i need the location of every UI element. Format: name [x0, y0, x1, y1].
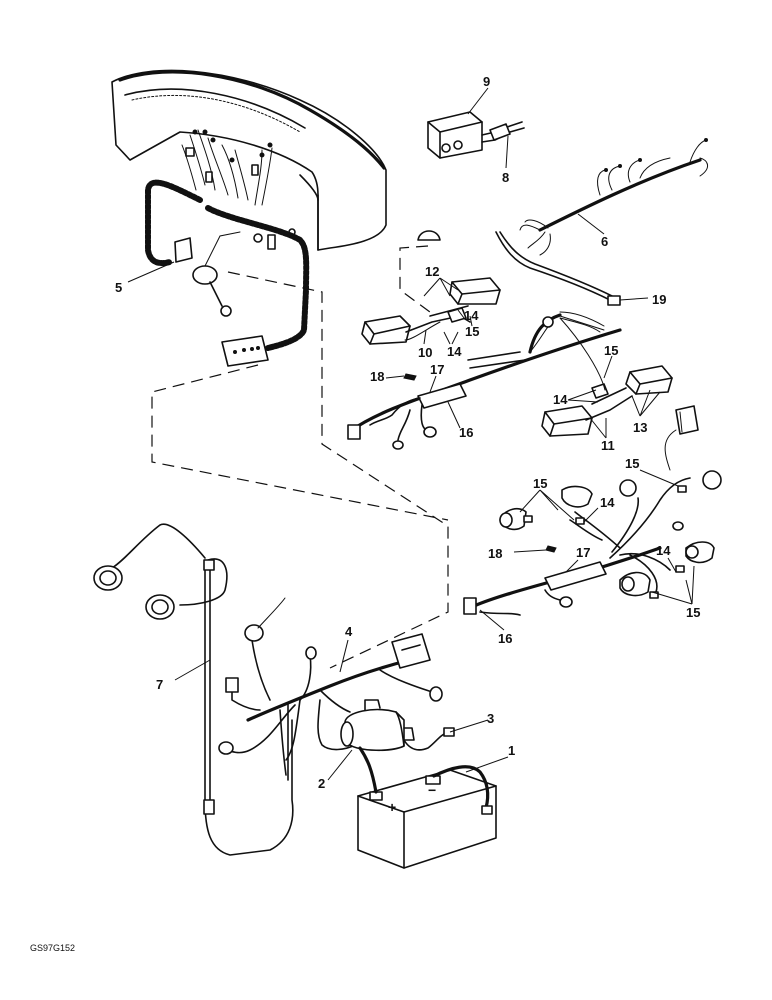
lead-cable	[495, 231, 621, 306]
callout-17a: 17	[430, 362, 444, 377]
rear-lighting-harness	[463, 429, 722, 616]
callout-18a: 18	[370, 369, 384, 384]
battery-cables	[358, 746, 493, 815]
leader-lines	[127, 87, 695, 781]
callout-14c: 14	[553, 392, 568, 407]
callout-1: 1	[508, 743, 515, 758]
callout-14a: 14	[464, 308, 479, 323]
callout-3: 3	[487, 711, 494, 726]
main-harness	[218, 597, 443, 781]
battery-positive-symbol: +	[388, 799, 396, 815]
callout-6: 6	[601, 234, 608, 249]
callout-7: 7	[156, 677, 163, 692]
switch-unit	[427, 111, 525, 159]
starter-solenoid	[340, 699, 455, 752]
callout-13: 13	[633, 420, 647, 435]
gauge-cluster-wires	[181, 129, 296, 250]
rear-harness-with-gauges	[93, 523, 294, 856]
callout-14e: 14	[656, 543, 671, 558]
callout-14d: 14	[600, 495, 615, 510]
callout-5: 5	[115, 280, 122, 295]
assembly-phantom-lines	[151, 271, 449, 669]
callout-15c: 15	[625, 456, 639, 471]
callout-numbers: 5 9 8 6 19 12 14 15 10 14 15 14 11 13 18…	[115, 74, 700, 791]
callout-8: 8	[502, 170, 509, 185]
callout-16a: 16	[459, 425, 473, 440]
dash-harness-loom	[145, 179, 310, 367]
callout-15d: 15	[533, 476, 547, 491]
callout-15e: 15	[686, 605, 700, 620]
callout-15b: 15	[604, 343, 618, 358]
battery: + −	[357, 769, 497, 869]
front-lighting-harness	[347, 311, 622, 450]
figure-code: GS97G152	[30, 943, 75, 953]
battery-negative-symbol: −	[428, 782, 436, 798]
callout-10: 10	[418, 345, 432, 360]
callout-9: 9	[483, 74, 490, 89]
auxiliary-harness	[519, 138, 708, 256]
callout-18b: 18	[488, 546, 502, 561]
callout-17b: 17	[576, 545, 590, 560]
callout-12: 12	[425, 264, 439, 279]
callout-2: 2	[318, 776, 325, 791]
callout-16b: 16	[498, 631, 512, 646]
callout-4: 4	[345, 624, 353, 639]
instrument-panel-hood	[111, 69, 387, 251]
callout-11: 11	[601, 438, 615, 453]
callout-15a: 15	[465, 324, 479, 339]
right-lamp-pair	[541, 317, 699, 437]
callout-19: 19	[652, 292, 666, 307]
callout-14b: 14	[447, 344, 462, 359]
left-lamp-pair	[361, 230, 501, 345]
